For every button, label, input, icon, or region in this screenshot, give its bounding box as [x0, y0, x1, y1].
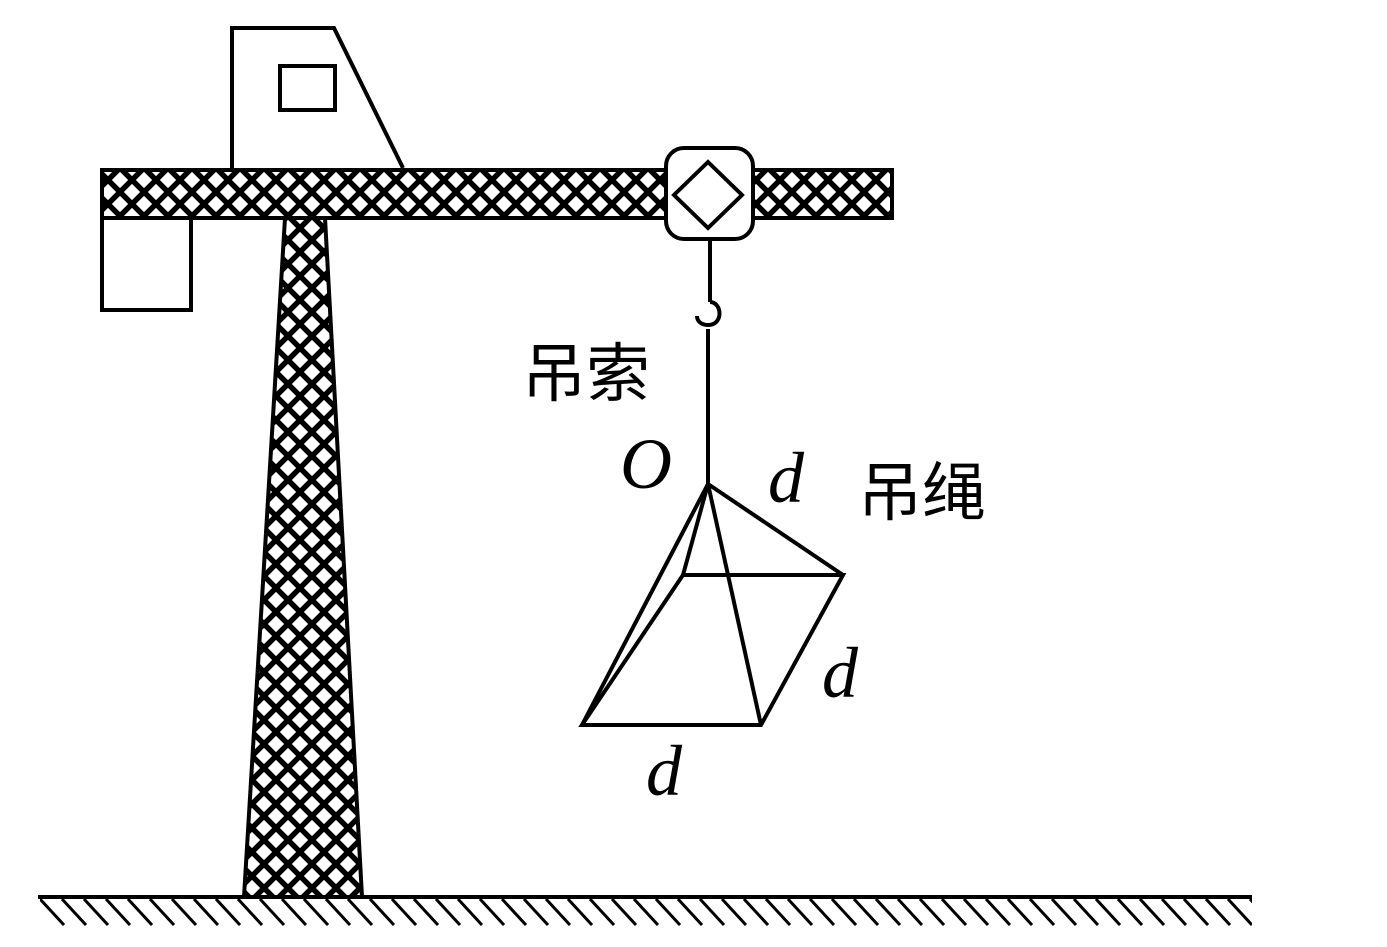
hatch-mark	[764, 897, 792, 927]
hatch-mark	[566, 897, 594, 927]
hatch-mark	[324, 897, 352, 927]
hatch-mark	[82, 897, 110, 927]
hatch-mark	[522, 897, 550, 927]
hatch-mark	[1094, 897, 1122, 927]
hatch-mark	[610, 897, 638, 927]
hatch-mark	[940, 897, 968, 927]
hatch-mark	[830, 897, 858, 927]
ground-hatching	[40, 897, 1252, 927]
load-frame	[578, 482, 847, 727]
label-sling: 吊索	[522, 338, 650, 412]
hook	[695, 300, 722, 328]
crane-jib	[100, 168, 894, 220]
hatch-mark	[852, 897, 880, 927]
trolley-diamond	[671, 159, 745, 231]
hatch-mark	[1116, 897, 1144, 927]
hatch-mark	[192, 897, 220, 927]
hatch-mark	[1226, 897, 1252, 927]
hoist-assembly	[695, 239, 722, 484]
hatch-mark	[808, 897, 836, 927]
hatch-mark	[1072, 897, 1100, 927]
ground	[38, 895, 1252, 927]
hatch-mark	[786, 897, 814, 927]
hatch-mark	[60, 897, 88, 927]
hatch-mark	[390, 897, 418, 927]
hatch-mark	[1028, 897, 1056, 927]
hatch-mark	[544, 897, 572, 927]
hatch-mark	[1182, 897, 1210, 927]
hatch-mark	[500, 897, 528, 927]
label-edge-bottom: d	[646, 731, 683, 811]
rope-front-right	[706, 483, 763, 726]
hatch-mark	[1006, 897, 1034, 927]
hatch-mark	[1050, 897, 1078, 927]
hatch-mark	[1138, 897, 1166, 927]
hatch-mark	[654, 897, 682, 927]
hatch-mark	[676, 897, 704, 927]
hatch-mark	[214, 897, 242, 927]
label-rope: 吊绳	[858, 457, 986, 531]
hatch-mark	[984, 897, 1012, 927]
hatch-mark	[962, 897, 990, 927]
hatch-mark	[40, 897, 66, 927]
hatch-mark	[874, 897, 902, 927]
hatch-mark	[258, 897, 286, 927]
hatch-mark	[170, 897, 198, 927]
hatch-mark	[1204, 897, 1232, 927]
crane-cab	[230, 26, 405, 169]
hatch-mark	[434, 897, 462, 927]
hatch-mark	[148, 897, 176, 927]
trolley	[664, 146, 755, 241]
hatch-mark	[588, 897, 616, 927]
hatch-mark	[698, 897, 726, 927]
load-square	[578, 573, 847, 727]
hatch-mark	[742, 897, 770, 927]
hatch-mark	[918, 897, 946, 927]
hatch-mark	[456, 897, 484, 927]
hatch-mark	[280, 897, 308, 927]
hatch-mark	[346, 897, 374, 927]
hatch-mark	[412, 897, 440, 927]
hatch-mark	[1248, 897, 1252, 904]
hatch-mark	[1160, 897, 1188, 927]
rope-back-left	[681, 483, 710, 576]
label-point-o: O	[620, 424, 672, 504]
hatch-mark	[368, 897, 396, 927]
rope-back-right	[706, 482, 845, 577]
cab-window	[278, 64, 337, 112]
hatch-mark	[104, 897, 132, 927]
rope-front-left	[580, 483, 710, 726]
label-edge-right: d	[822, 633, 859, 713]
hatch-mark	[478, 897, 506, 927]
label-edge-top: d	[768, 438, 805, 518]
hatch-mark	[632, 897, 660, 927]
hatch-mark	[126, 897, 154, 927]
hatch-mark	[302, 897, 330, 927]
crane-tower	[241, 216, 365, 899]
hatch-mark	[896, 897, 924, 927]
hatch-mark	[720, 897, 748, 927]
hatch-mark	[236, 897, 264, 927]
counterweight	[100, 216, 193, 312]
